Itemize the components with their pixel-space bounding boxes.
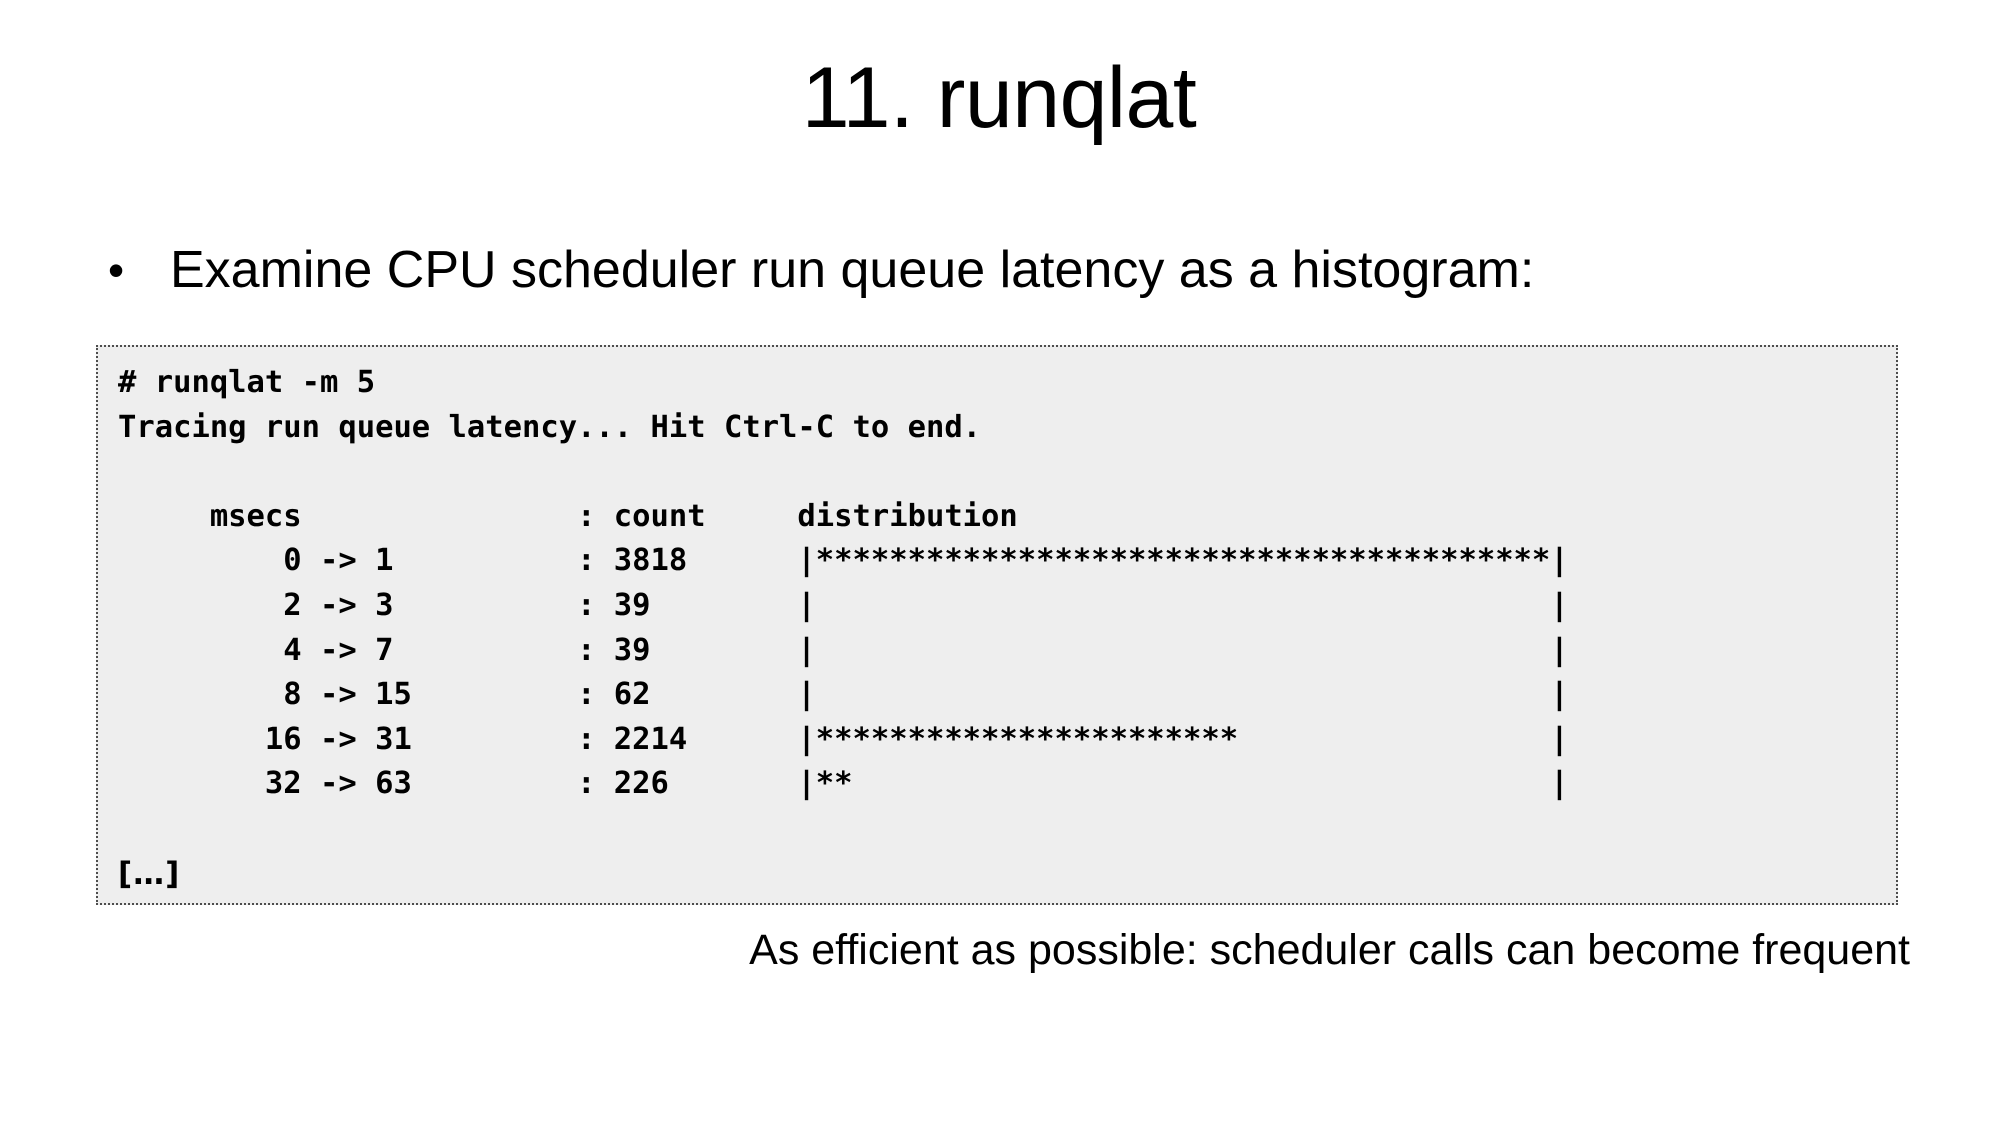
bullet-text: Examine CPU scheduler run queue latency … xyxy=(170,241,1535,299)
terminal-line-histogram-row: 32 -> 63 : 226 |** | xyxy=(118,766,1569,802)
terminal-line-histogram-row: 16 -> 31 : 2214 |***********************… xyxy=(118,721,1569,757)
terminal-line-status: Tracing run queue latency... Hit Ctrl-C … xyxy=(118,409,982,445)
terminal-line-header: msecs : count distribution xyxy=(118,498,1018,534)
terminal-line-blank-1 xyxy=(118,450,1896,495)
terminal-line-blank-2 xyxy=(118,807,1896,852)
page-title: 11. runqlat xyxy=(801,50,1197,146)
slide-caption: As efficient as possible: scheduler call… xyxy=(749,926,1910,974)
terminal-line-histogram-row: 0 -> 1 : 3818 |*************************… xyxy=(118,543,1569,579)
terminal-output-block: # runqlat -m 5 Tracing run queue latency.… xyxy=(96,345,1898,905)
terminal-line-command: # runqlat -m 5 xyxy=(118,365,376,400)
terminal-text: # runqlat -m 5 Tracing run queue latency.… xyxy=(98,361,1896,896)
terminal-line-histogram-row: 8 -> 15 : 62 | | xyxy=(118,677,1569,713)
bullet-item: • Examine CPU scheduler run queue latenc… xyxy=(108,239,1908,301)
bullet-marker-icon: • xyxy=(108,244,125,296)
terminal-line-truncation: […] xyxy=(118,855,181,892)
terminal-line-histogram-row: 2 -> 3 : 39 | | xyxy=(118,587,1569,623)
terminal-line-histogram-row: 4 -> 7 : 39 | | xyxy=(118,632,1569,668)
